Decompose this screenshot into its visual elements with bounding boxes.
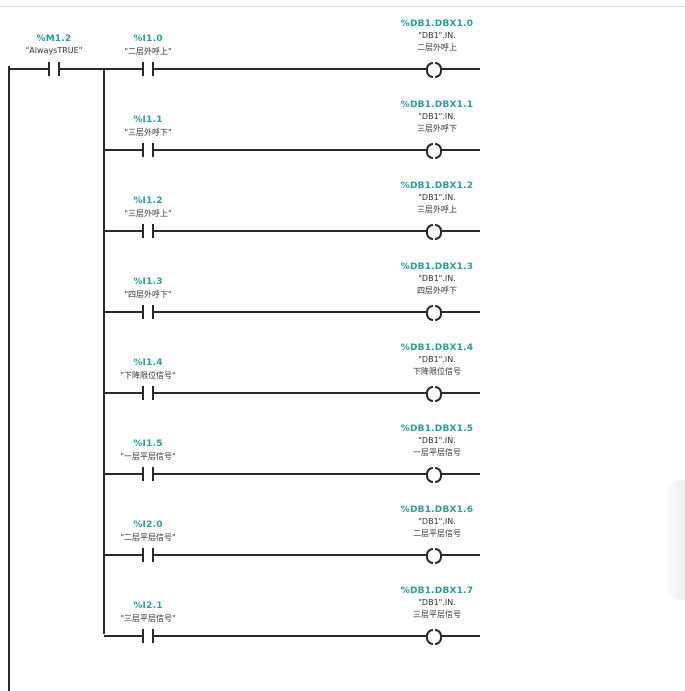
output-coil[interactable] — [426, 62, 442, 78]
coil-member-name: 三层外呼下 — [417, 124, 457, 133]
output-coil[interactable] — [426, 467, 442, 483]
rung-wire-right — [442, 230, 480, 232]
contact-address: %I1.5 — [133, 439, 163, 449]
contact-symbol: "四层外呼下" — [124, 290, 172, 299]
no-contact[interactable] — [142, 224, 154, 238]
rung-wire-mid — [154, 554, 426, 556]
rung-wire-left — [104, 230, 142, 232]
rung-wire-right — [442, 311, 480, 313]
rung-wire-left — [104, 68, 142, 70]
coil-address: %DB1.DBX1.2 — [400, 181, 474, 191]
rung-wire-left — [104, 473, 142, 475]
input-contact-address: %M1.2 — [36, 34, 72, 44]
output-coil[interactable] — [426, 629, 442, 645]
coil-address: %DB1.DBX1.4 — [400, 343, 474, 353]
input-wire-left — [10, 68, 48, 70]
coil-address: %DB1.DBX1.6 — [400, 505, 474, 515]
rung-wire-left — [104, 149, 142, 151]
input-wire-right — [60, 68, 104, 70]
contact-address: %I1.3 — [133, 277, 163, 287]
rung-wire-left — [104, 635, 142, 637]
rung-wire-mid — [154, 473, 426, 475]
contact-address: %I1.4 — [133, 358, 163, 368]
contact-address: %I1.2 — [133, 196, 163, 206]
rung-wire-left — [104, 554, 142, 556]
coil-db-name: "DB1".IN. — [418, 598, 456, 607]
coil-db-name: "DB1".IN. — [418, 31, 456, 40]
contact-symbol: "三层外呼下" — [124, 128, 172, 137]
coil-member-name: 二层平层信号 — [413, 529, 461, 538]
rung-wire-mid — [154, 392, 426, 394]
rung-wire-mid — [154, 635, 426, 637]
coil-db-name: "DB1".IN. — [418, 112, 456, 121]
top-divider — [0, 6, 685, 7]
rung-wire-mid — [154, 230, 426, 232]
coil-member-name: 三层外呼上 — [417, 205, 457, 214]
coil-address: %DB1.DBX1.1 — [400, 100, 474, 110]
contact-address: %I2.1 — [133, 601, 163, 611]
output-coil[interactable] — [426, 143, 442, 159]
contact-symbol: "二层外呼上" — [124, 47, 172, 56]
input-contact-no[interactable] — [48, 62, 60, 76]
contact-address: %I1.0 — [133, 34, 163, 44]
contact-address: %I2.0 — [133, 520, 163, 530]
rung-wire-mid — [154, 311, 426, 313]
no-contact[interactable] — [142, 143, 154, 157]
coil-db-name: "DB1".IN. — [418, 517, 456, 526]
contact-address: %I1.1 — [133, 115, 163, 125]
no-contact[interactable] — [142, 305, 154, 319]
coil-member-name: 三层平层信号 — [413, 610, 461, 619]
rung-wire-right — [442, 554, 480, 556]
coil-address: %DB1.DBX1.0 — [400, 19, 474, 29]
rung-wire-right — [442, 635, 480, 637]
rung-wire-mid — [154, 68, 426, 70]
rung-wire-right — [442, 68, 480, 70]
rung-wire-left — [104, 392, 142, 394]
no-contact[interactable] — [142, 386, 154, 400]
coil-address: %DB1.DBX1.5 — [400, 424, 474, 434]
input-contact-symbol: "AlwaysTRUE" — [25, 46, 83, 55]
output-coil[interactable] — [426, 386, 442, 402]
rung-wire-right — [442, 149, 480, 151]
output-coil[interactable] — [426, 224, 442, 240]
rung-wire-mid — [154, 149, 426, 151]
coil-db-name: "DB1".IN. — [418, 193, 456, 202]
left-power-rail — [8, 66, 10, 691]
contact-symbol: "一层平层信号" — [120, 452, 176, 461]
scroll-edge-shade — [663, 480, 685, 600]
no-contact[interactable] — [142, 629, 154, 643]
coil-db-name: "DB1".IN. — [418, 355, 456, 364]
output-coil[interactable] — [426, 548, 442, 564]
coil-db-name: "DB1".IN. — [418, 436, 456, 445]
coil-db-name: "DB1".IN. — [418, 274, 456, 283]
coil-address: %DB1.DBX1.3 — [400, 262, 474, 272]
coil-member-name: 二层外呼上 — [417, 43, 457, 52]
contact-symbol: "下降限位信号" — [120, 371, 176, 380]
coil-member-name: 四层外呼下 — [417, 286, 457, 295]
no-contact[interactable] — [142, 548, 154, 562]
contact-symbol: "三层平层信号" — [120, 614, 176, 623]
rung-wire-right — [442, 473, 480, 475]
rung-wire-right — [442, 392, 480, 394]
rung-wire-left — [104, 311, 142, 313]
output-coil[interactable] — [426, 305, 442, 321]
no-contact[interactable] — [142, 467, 154, 481]
no-contact[interactable] — [142, 62, 154, 76]
branch-bus — [103, 68, 105, 634]
coil-member-name: 下降限位信号 — [413, 367, 461, 376]
contact-symbol: "三层外呼上" — [124, 209, 172, 218]
coil-member-name: 一层平层信号 — [413, 448, 461, 457]
coil-address: %DB1.DBX1.7 — [400, 586, 474, 596]
contact-symbol: "二层平层信号" — [120, 533, 176, 542]
